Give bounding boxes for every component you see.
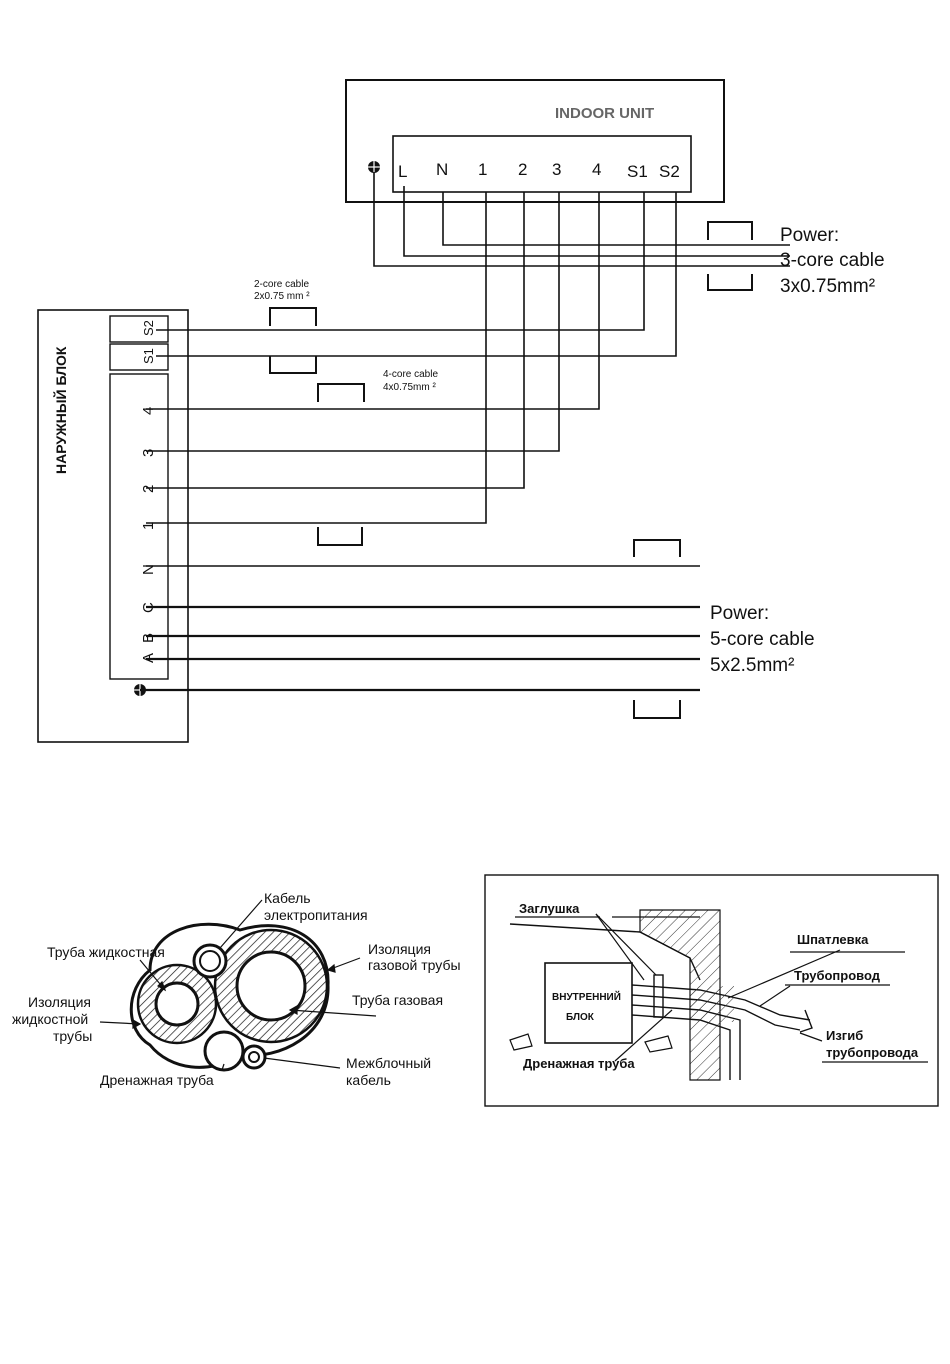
label-interconnect-2: кабель xyxy=(346,1072,391,1088)
plug xyxy=(653,974,664,1018)
outdoor-power-title: Power: xyxy=(710,603,769,624)
indoor-terminal-3: 3 xyxy=(552,160,561,179)
indoor-terminal-N: N xyxy=(436,160,448,179)
label-indoor-unit-2: БЛОК xyxy=(566,1012,595,1023)
label-indoor-unit-1: ВНУТРЕННИЙ xyxy=(552,990,621,1003)
outdoor-power-spec: 5x2.5mm² xyxy=(710,655,794,676)
outdoor-terminal-S1: S1 xyxy=(141,348,156,364)
label-pipe-bend-2: трубопровода xyxy=(826,1045,919,1060)
label-gas-pipe: Труба газовая xyxy=(352,992,443,1008)
label-liquid-insulation-1: Изоляция xyxy=(28,994,91,1010)
indoor-power-title: Power: xyxy=(780,225,839,246)
outdoor-terminal-1: 1 xyxy=(140,522,157,530)
gas-pipe xyxy=(235,950,307,1022)
wall-install-diagram: ВНУТРЕННИЙ БЛОК Заглушка xyxy=(484,874,939,1107)
bracket-indoor-power-bottom xyxy=(707,274,753,291)
liquid-pipe xyxy=(154,981,200,1027)
bracket-2core-bottom xyxy=(269,356,317,374)
label-liquid-insulation-2: жидкостной xyxy=(12,1011,88,1027)
cable-2core-spec: 2x0.75 mm ² xyxy=(254,291,310,302)
indoor-power-cable: 3-core cable xyxy=(780,250,885,271)
label-power-cable-1: Кабель xyxy=(264,890,311,906)
label-pipe-bend-1: Изгиб xyxy=(826,1028,863,1043)
indoor-terminal-4: 4 xyxy=(592,160,601,179)
outdoor-terminal-3: 3 xyxy=(140,449,157,457)
bracket-indoor-power-top xyxy=(707,221,753,240)
wire-indoor-ground xyxy=(373,172,790,267)
label-plug: Заглушка xyxy=(519,901,580,916)
outdoor-terminal-4: 4 xyxy=(140,407,157,415)
wire-2 xyxy=(146,192,525,489)
wire-S2 xyxy=(156,192,645,331)
cable-4core-spec: 4x0.75mm ² xyxy=(383,382,436,393)
pipe-bundle-diagram: Кабель электропитания Труба жидкостная И… xyxy=(12,890,461,1088)
label-interconnect-1: Межблочный xyxy=(346,1055,431,1071)
wire-S1 xyxy=(156,192,677,357)
bracket-4core-bottom xyxy=(317,527,363,546)
indoor-terminal-block xyxy=(392,135,692,193)
label-drain-pipe: Дренажная труба xyxy=(100,1072,214,1088)
outdoor-terminal-B: B xyxy=(140,633,157,643)
label-install-drain: Дренажная труба xyxy=(523,1056,635,1071)
indoor-terminal-S2: S2 xyxy=(659,162,680,181)
indoor-ground-icon xyxy=(368,161,380,173)
indoor-terminal-2: 2 xyxy=(518,160,527,179)
indoor-unit: INDOOR UNIT L N 1 2 3 4 S1 S2 xyxy=(345,79,725,203)
wires xyxy=(140,172,790,692)
bracket-4core-top xyxy=(317,383,365,402)
outdoor-unit: НАРУЖНЫЙ БЛОК S2 S1 4 3 2 1 N C B A xyxy=(37,309,189,743)
bracket-outdoor-power-top xyxy=(633,539,681,557)
indoor-unit-small xyxy=(544,962,633,1044)
indoor-terminal-1: 1 xyxy=(478,160,487,179)
wire-1 xyxy=(146,192,487,524)
drain-pipe xyxy=(203,1030,245,1072)
indoor-terminal-L: L xyxy=(398,162,407,181)
label-liquid-pipe: Труба жидкостная xyxy=(47,944,165,960)
outdoor-terminal-N: N xyxy=(140,564,157,575)
label-liquid-insulation-3: трубы xyxy=(53,1028,92,1044)
bundle-wrap xyxy=(129,922,330,1069)
bracket-outdoor-power-bottom xyxy=(633,700,681,719)
indoor-power-spec: 3x0.75mm² xyxy=(780,276,875,297)
label-gas-insulation-1: Изоляция xyxy=(368,941,431,957)
bracket-2core-top xyxy=(269,307,317,326)
outdoor-terminal-block-main xyxy=(109,373,169,680)
wire-indoor-L xyxy=(403,186,790,257)
label-power-cable-2: электропитания xyxy=(264,907,368,923)
outdoor-terminal-box-S1 xyxy=(109,343,169,371)
indoor-unit-title: INDOOR UNIT xyxy=(555,105,654,122)
label-pipeline: Трубопровод xyxy=(794,968,881,983)
wire-indoor-N xyxy=(442,192,790,246)
cable-2core-label: 2-core cable xyxy=(254,279,309,290)
outdoor-terminal-S2: S2 xyxy=(141,320,156,336)
outdoor-unit-label: НАРУЖНЫЙ БЛОК xyxy=(52,346,69,474)
label-gas-insulation-2: газовой трубы xyxy=(368,957,461,973)
wire-4 xyxy=(146,192,600,410)
label-putty: Шпатлевка xyxy=(797,932,869,947)
cable-brackets xyxy=(269,221,753,719)
outdoor-terminal-box-S2 xyxy=(109,315,169,343)
outdoor-terminal-2: 2 xyxy=(140,485,157,493)
outdoor-power-cable: 5-core cable xyxy=(710,629,815,650)
wire-3 xyxy=(146,192,560,452)
wall xyxy=(639,909,721,1081)
cable-4core-label: 4-core cable xyxy=(383,369,438,380)
indoor-terminal-S1: S1 xyxy=(627,162,648,181)
